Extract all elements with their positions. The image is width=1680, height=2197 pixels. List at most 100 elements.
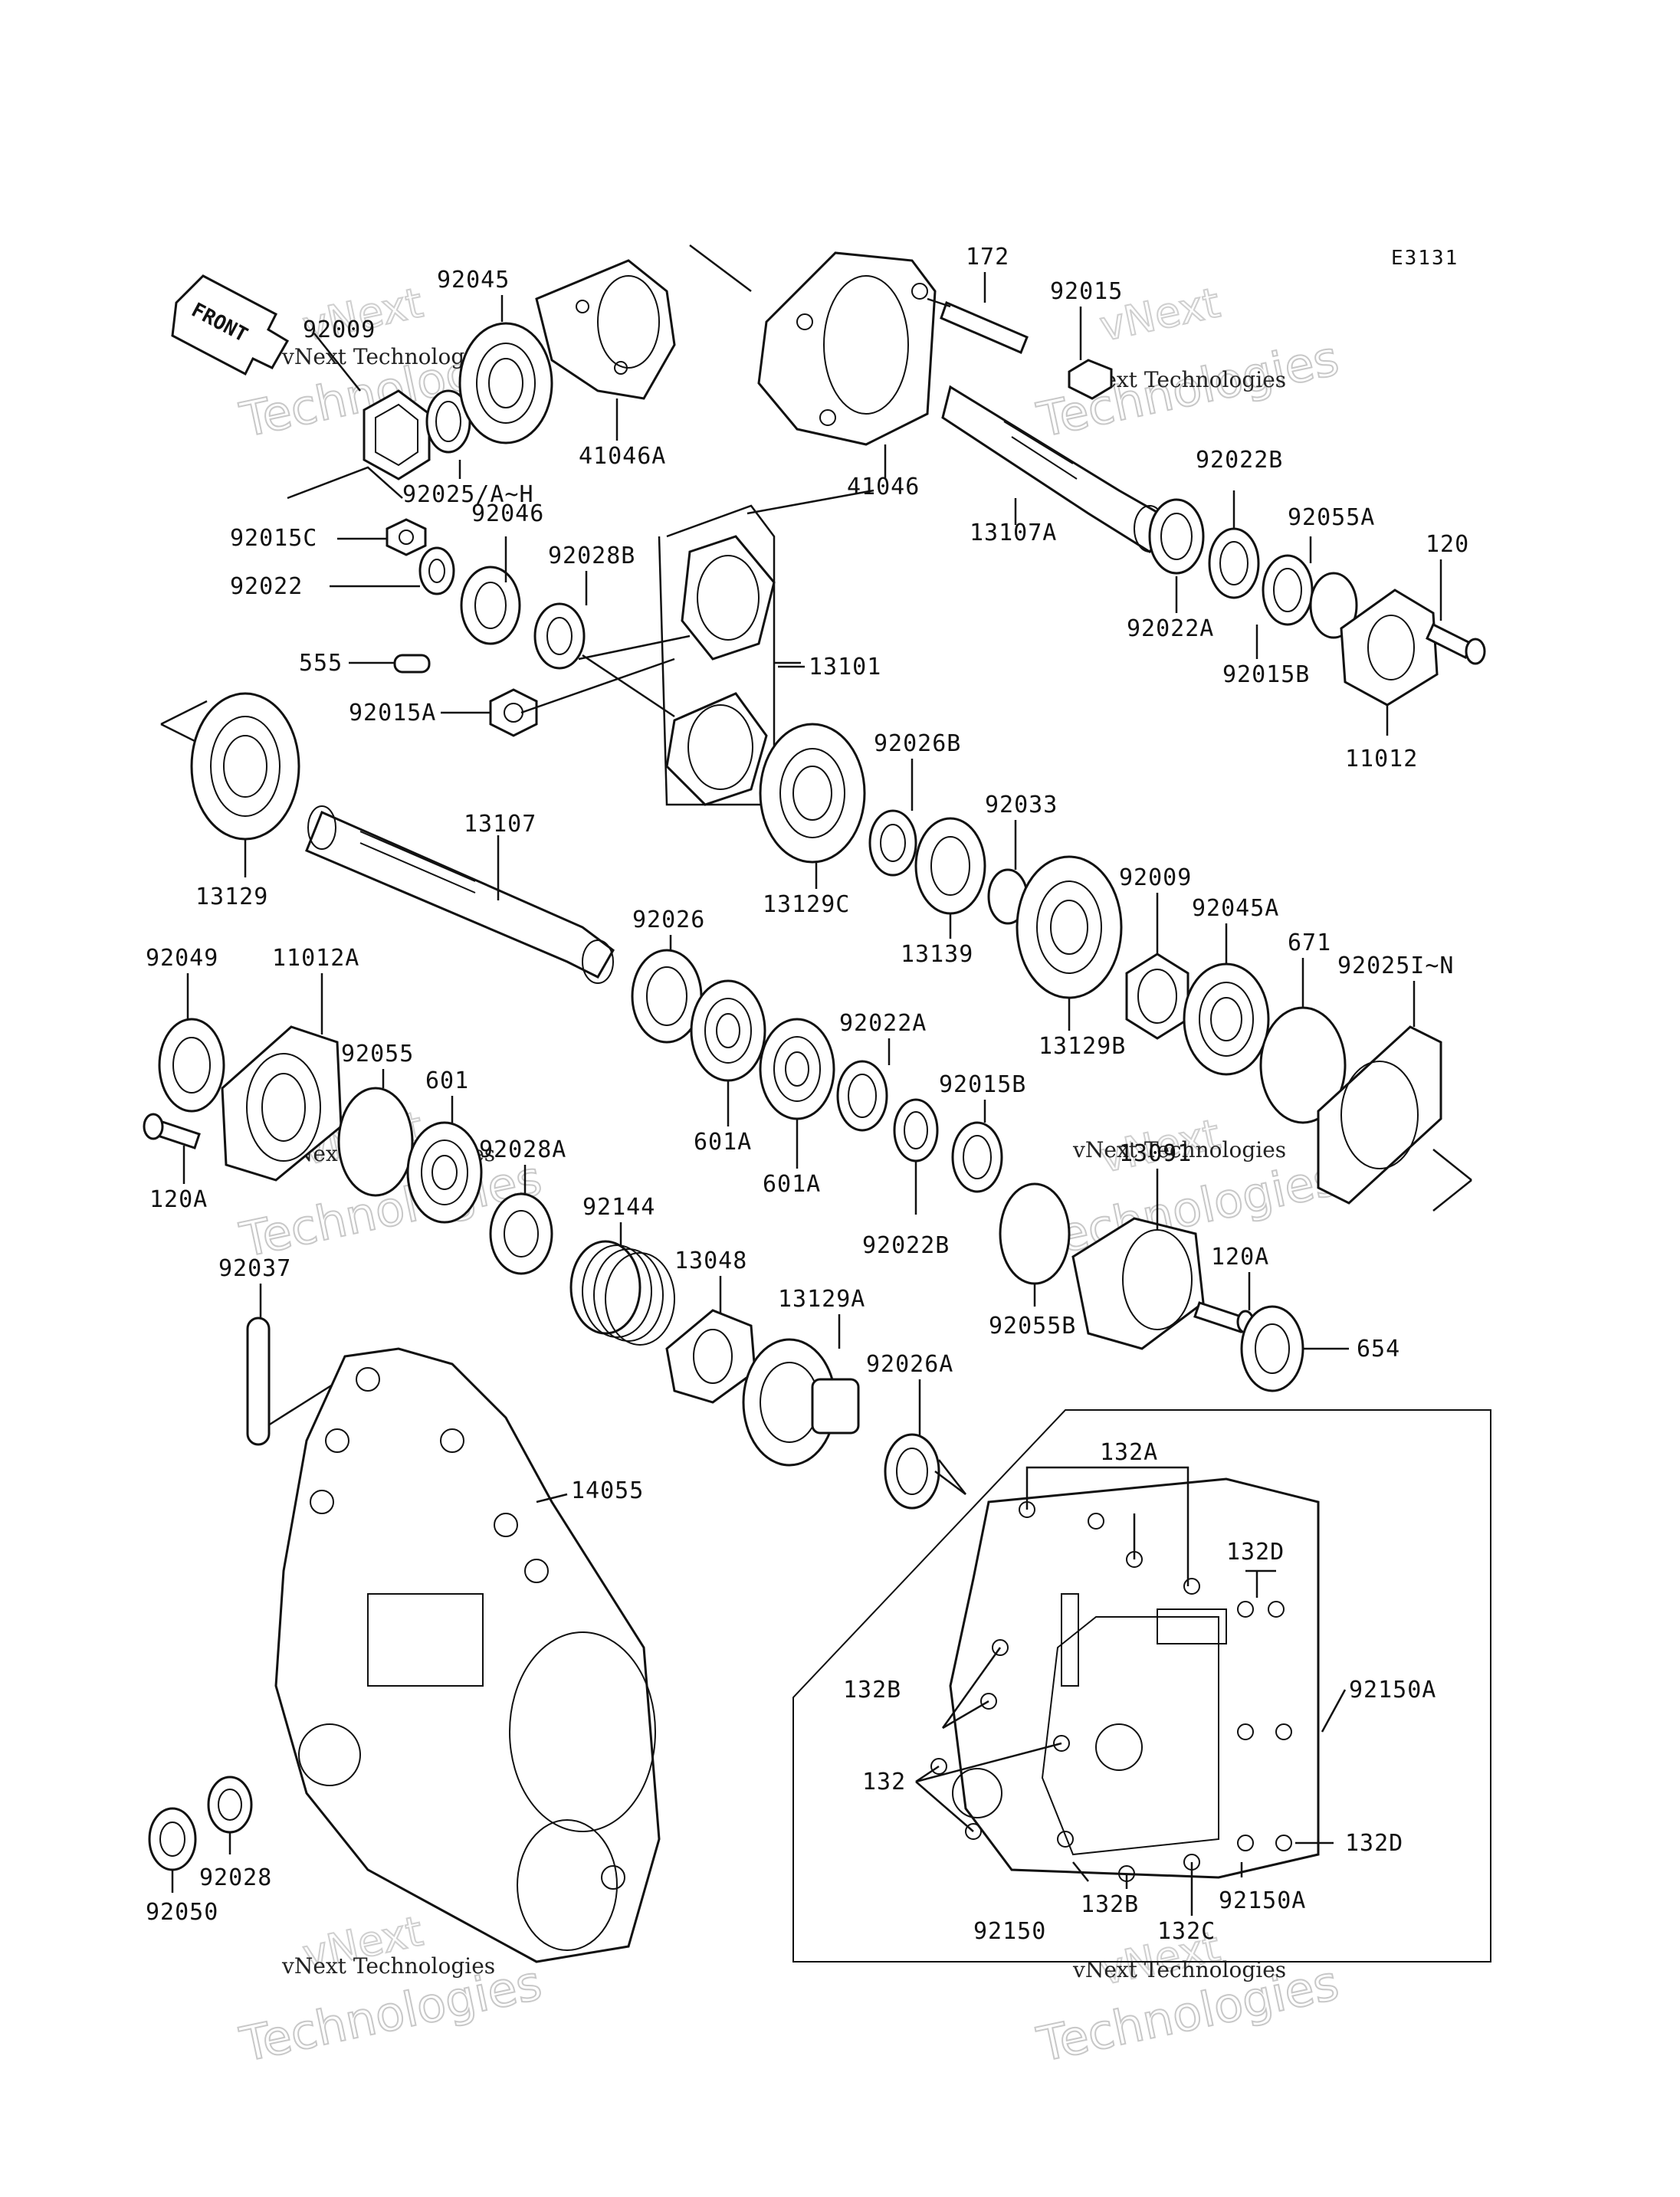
part-92026B-washer (868, 809, 917, 877)
label-92026B: 92026B (874, 730, 961, 757)
part-92025IN-shim (1317, 1025, 1442, 1205)
label-132B-left: 132B (843, 1677, 901, 1703)
label-601: 601 (425, 1067, 469, 1094)
label-92055B: 92055B (989, 1313, 1076, 1340)
label-13129: 13129 (195, 884, 268, 910)
part-92028A-bushing (489, 1192, 553, 1275)
part-13129A-gear (742, 1338, 860, 1467)
label-13091: 13091 (1119, 1140, 1192, 1167)
part-92015C-nut (386, 518, 427, 556)
label-120: 120 (1426, 531, 1469, 558)
label-92022A-mid: 92022A (839, 1010, 927, 1037)
label-555: 555 (299, 650, 343, 677)
part-labels: 92045 92009 41046A 92025/A~H 92046 92015… (146, 244, 1469, 1945)
part-92009-a (363, 389, 431, 480)
label-13048: 13048 (674, 1248, 747, 1274)
part-92022A-lockwasher-mid (836, 1060, 888, 1132)
label-92009-a: 92009 (303, 316, 376, 343)
part-92022B-washer-mid (893, 1098, 939, 1162)
label-92026A: 92026A (866, 1351, 953, 1378)
label-11012A: 11012A (272, 945, 359, 972)
part-92015B-nut-top (1262, 554, 1314, 626)
part-92015-nut (1068, 359, 1113, 400)
label-13101: 13101 (809, 654, 881, 680)
part-13091-housing (1071, 1217, 1205, 1350)
part-13107A-shaft (941, 385, 1175, 554)
part-654-seal (1240, 1305, 1304, 1392)
part-11012-cover (1340, 589, 1439, 707)
label-172: 172 (966, 244, 1009, 271)
label-92028B: 92028B (548, 543, 635, 569)
part-13129C-gear (759, 723, 866, 864)
part-92045-bearing (458, 322, 553, 444)
label-92009-b: 92009 (1119, 864, 1192, 891)
label-13129C: 13129C (763, 891, 850, 918)
label-654: 654 (1357, 1336, 1400, 1362)
label-92025AH: 92025/A~H (402, 481, 534, 508)
part-92026A-washer (884, 1433, 940, 1510)
label-132D-top: 132D (1226, 1539, 1285, 1566)
svg-text:vNext Technologies: vNext Technologies (1072, 1957, 1286, 1982)
label-120A-left: 120A (149, 1186, 208, 1213)
label-132C: 132C (1157, 1918, 1216, 1945)
label-92015B-mid: 92015B (939, 1071, 1026, 1098)
part-92028B-bushing (533, 602, 586, 670)
label-13107A: 13107A (970, 520, 1057, 546)
label-92037: 92037 (218, 1255, 291, 1282)
part-14055-transmission-case (274, 1347, 661, 1963)
part-92015A-nut (489, 688, 538, 737)
label-92045A: 92045A (1192, 895, 1279, 922)
label-132D-bot: 132D (1345, 1830, 1403, 1857)
label-92015: 92015 (1050, 278, 1123, 305)
label-92050: 92050 (146, 1899, 218, 1926)
label-92055: 92055 (341, 1041, 414, 1067)
label-120A-right: 120A (1211, 1244, 1269, 1271)
label-11012: 11012 (1345, 746, 1418, 772)
part-92046-bushing (460, 566, 521, 645)
label-92144: 92144 (582, 1194, 655, 1221)
part-92144-spring (569, 1240, 675, 1346)
part-13101-bevel-gear-set (658, 504, 776, 806)
part-555-pin (393, 654, 431, 674)
svg-text:vNext Technologies: vNext Technologies (281, 1953, 495, 1979)
label-601A-2: 601A (763, 1171, 821, 1198)
label-92022A-top: 92022A (1127, 615, 1214, 642)
label-92015B-top: 92015B (1222, 661, 1310, 688)
label-92055A: 92055A (1288, 504, 1375, 531)
part-601-bearing (406, 1121, 483, 1224)
part-92055A-oring (1309, 572, 1358, 639)
label-92015A: 92015A (349, 700, 436, 726)
part-92045A-bearing (1183, 962, 1270, 1076)
label-92150A-bot: 92150A (1219, 1887, 1306, 1914)
label-92022B-mid: 92022B (862, 1232, 950, 1259)
label-92028A: 92028A (479, 1136, 566, 1163)
label-92033: 92033 (985, 792, 1058, 818)
part-172-stud (940, 300, 1029, 354)
front-arrow-icon: FRONT (171, 274, 290, 376)
part-92022A-lockwasher-top (1148, 498, 1205, 575)
label-601A-1: 601A (694, 1129, 752, 1156)
part-13129-gear (190, 692, 300, 841)
label-92022: 92022 (230, 573, 303, 600)
part-92009-b-spacer (1125, 953, 1189, 1040)
label-13129B: 13129B (1039, 1033, 1126, 1060)
part-120-bolt (1426, 622, 1486, 665)
part-13107-shaft (305, 805, 615, 984)
label-41046: 41046 (847, 474, 920, 500)
part-13139-bushing (914, 817, 986, 915)
label-92022B-top: 92022B (1196, 447, 1283, 474)
part-92055B-oring (999, 1182, 1071, 1285)
label-132A: 132A (1100, 1439, 1158, 1466)
part-601A-bearing-1 (690, 979, 766, 1082)
part-92049-seal (158, 1018, 225, 1113)
label-92045: 92045 (437, 267, 510, 293)
diagram-code: E3131 (1391, 247, 1459, 270)
label-13129A: 13129A (778, 1286, 865, 1313)
label-92046: 92046 (471, 500, 544, 527)
part-92028-bushing (207, 1776, 253, 1834)
bolt-detail-inset (792, 1409, 1491, 1963)
label-14055: 14055 (571, 1477, 644, 1504)
part-92026-washer (631, 949, 703, 1044)
label-92150A-top: 92150A (1349, 1677, 1436, 1703)
